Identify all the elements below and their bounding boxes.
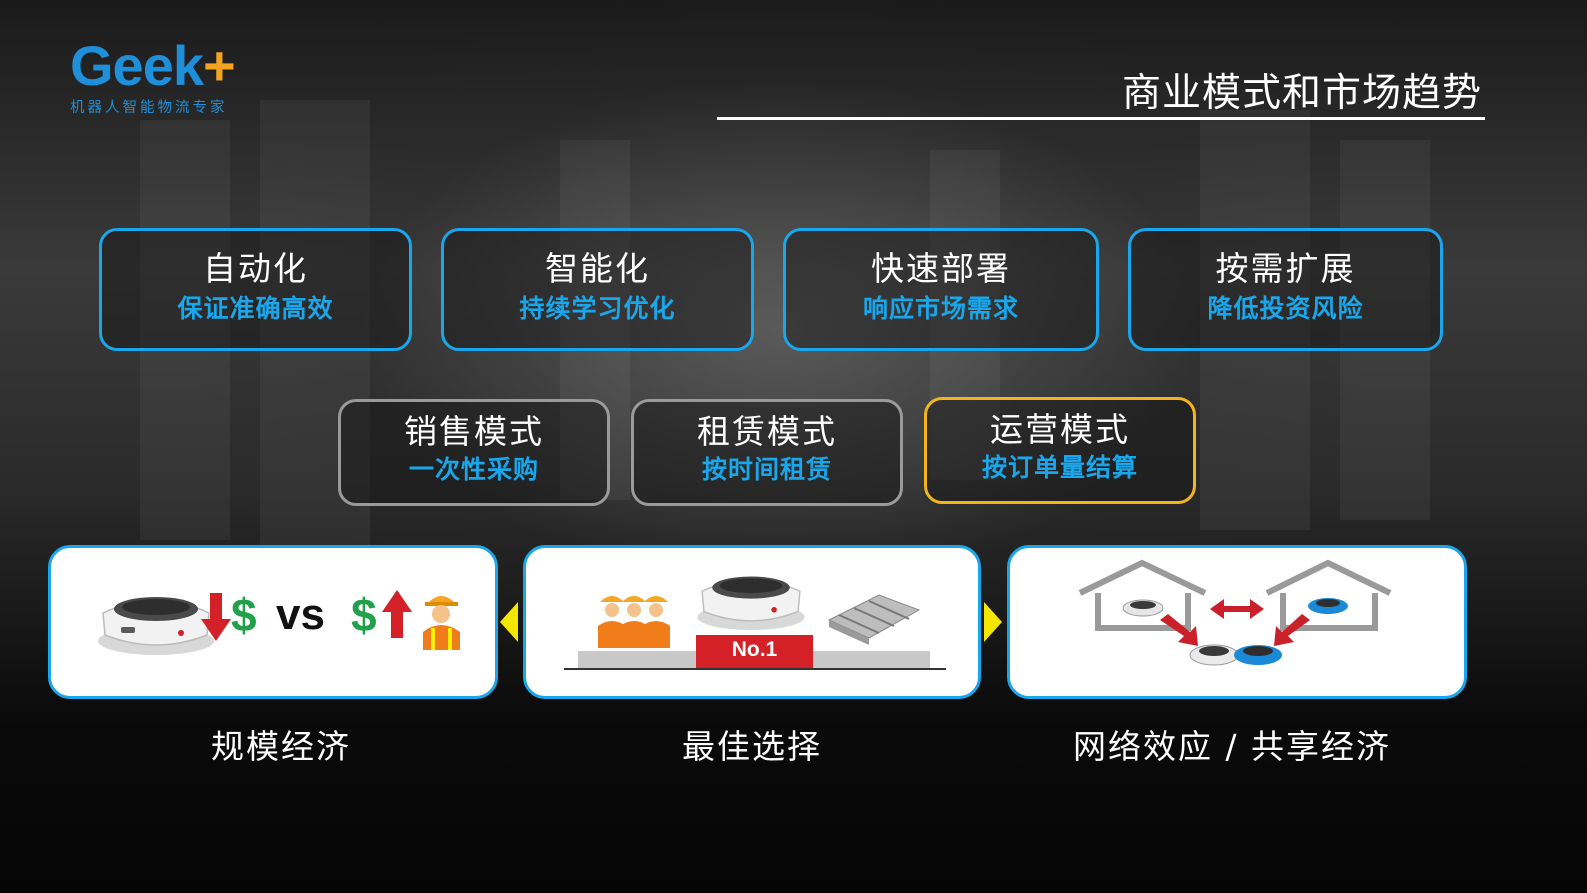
mode-heading: 运营模式 [990, 410, 1130, 449]
mode-card-sales: 销售模式 一次性采购 [338, 399, 610, 506]
worker-icon [423, 596, 460, 650]
conveyor-icon [827, 594, 921, 645]
mode-sub: 按订单量结算 [981, 453, 1138, 482]
podium-label: No.1 [731, 638, 778, 661]
warehouse-right-icon [1265, 559, 1392, 631]
feature-sub: 降低投资风险 [1207, 294, 1364, 323]
mode-heading: 租赁模式 [697, 412, 837, 451]
feature-card-scalable: 按需扩展 降低投资风险 [1128, 228, 1443, 351]
feature-heading: 自动化 [203, 249, 308, 288]
caption-economies-of-scale: 规模经济 [211, 727, 351, 766]
arrow-down-red-icon [201, 593, 231, 641]
arrow-up-red-icon [382, 590, 412, 638]
podium-no1 [696, 635, 813, 668]
panel-best-choice: No.1 [523, 545, 981, 699]
panel-network-effect [1007, 545, 1467, 699]
vs-label: vs [276, 590, 325, 639]
geek-plus-logo: Geek+ 机器人智能物流专家 [70, 38, 270, 117]
warehouse-left-icon [1078, 559, 1207, 631]
mode-card-lease: 租赁模式 按时间租赁 [631, 399, 903, 506]
arrow-left-yellow-icon [500, 602, 518, 642]
feature-card-intelligence: 智能化 持续学习优化 [441, 228, 754, 351]
page-title: 商业模式和市场趋势 [1121, 71, 1482, 116]
feature-heading: 智能化 [545, 249, 650, 288]
arrow-right-yellow-icon [984, 602, 1002, 642]
feature-heading: 快速部署 [871, 249, 1011, 288]
robot-icon [697, 576, 805, 631]
mode-sub: 一次性采购 [408, 455, 539, 484]
feature-sub: 保证准确高效 [177, 294, 334, 323]
feature-sub: 持续学习优化 [519, 294, 676, 323]
caption-best-choice: 最佳选择 [682, 727, 822, 766]
dollar-sign-cost: $ [231, 589, 257, 641]
feature-sub: 响应市场需求 [862, 294, 1019, 323]
podium-floor-line [564, 668, 946, 670]
feature-card-fast-deploy: 快速部署 响应市场需求 [783, 228, 1099, 351]
caption-network-effect: 网络效应 / 共享经济 [1072, 727, 1392, 766]
network-diagram [1078, 559, 1392, 666]
robot-icon [98, 597, 214, 655]
dollar-sign-labor: $ [351, 589, 377, 641]
logo-word: Geek [70, 34, 204, 97]
mode-heading: 销售模式 [404, 412, 544, 451]
feature-heading: 按需扩展 [1215, 249, 1356, 288]
mode-sub: 按时间租赁 [701, 455, 832, 484]
logo-tagline: 机器人智能物流专家 [70, 100, 228, 116]
title-underline [717, 117, 1485, 120]
workers-group-icon [598, 596, 670, 648]
logo-plus: + [203, 34, 236, 97]
mode-card-operation: 运营模式 按订单量结算 [924, 397, 1196, 504]
panel-economies-of-scale: $ vs $ [48, 545, 498, 699]
arrow-bidirectional-red-icon [1210, 599, 1264, 619]
feature-card-automation: 自动化 保证准确高效 [99, 228, 412, 351]
